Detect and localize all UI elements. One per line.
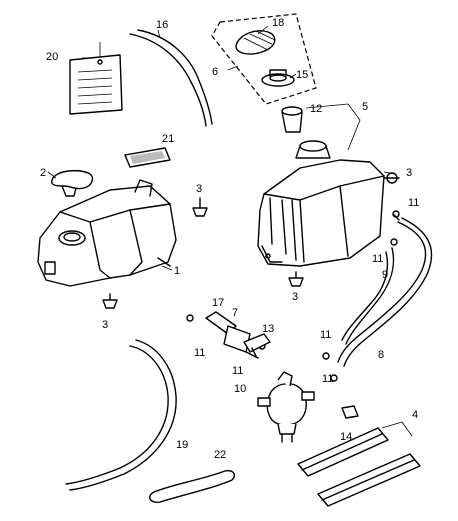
part-10-fuel-valve (257, 371, 315, 443)
part-21-sticker (124, 147, 171, 168)
part-20-tag (69, 42, 123, 115)
callout-4: 4 (412, 409, 418, 421)
callout-11-c: 11 (194, 347, 205, 359)
part-13-bracket (243, 333, 271, 357)
callout-6: 6 (212, 66, 218, 78)
callout-5: 5 (362, 101, 368, 113)
part-1-front-tank (37, 179, 177, 287)
callout-9: 9 (382, 269, 388, 281)
part-15-gasket (261, 69, 295, 87)
part-19-hose (65, 339, 177, 491)
callout-8: 8 (378, 349, 384, 361)
callout-11-b: 11 (372, 253, 383, 265)
callout-3-a: 3 (196, 183, 202, 195)
part-22-hose (149, 470, 236, 504)
callout-16: 16 (156, 19, 168, 31)
part-7-filter (223, 325, 259, 359)
callout-2: 2 (40, 167, 46, 179)
part-2-cap (51, 169, 94, 197)
callout-labels: 20 16 18 6 15 12 5 21 2 3 3 11 11 1 9 3 … (40, 17, 419, 461)
part-3-clip-c (288, 271, 304, 287)
part-14-clip (341, 405, 359, 419)
callout-21: 21 (162, 133, 174, 145)
callout-11-d: 11 (232, 365, 243, 377)
callout-11-e: 11 (320, 329, 331, 341)
part-3-clip-a (192, 197, 208, 217)
callout-20: 20 (46, 51, 58, 63)
callout-19: 19 (176, 439, 188, 451)
callout-3-d: 3 (406, 167, 412, 179)
part-5-rear-tank (257, 140, 385, 267)
callout-7: 7 (232, 307, 238, 319)
part-12-filler-neck (281, 106, 303, 133)
callout-11-f: 11 (322, 373, 333, 385)
part-3-clip-d (384, 172, 400, 184)
callout-3-c: 3 (292, 291, 298, 303)
callout-22: 22 (214, 449, 226, 461)
part-9-hose (337, 217, 433, 367)
callout-12: 12 (310, 103, 322, 115)
callout-3-b: 3 (102, 319, 108, 331)
callout-1: 1 (174, 265, 180, 277)
callout-15: 15 (296, 69, 308, 81)
assembly-6-dashed-box (211, 13, 317, 105)
part-8-hose (341, 247, 395, 345)
callout-13: 13 (262, 323, 274, 335)
part-3-clip-b (102, 293, 118, 309)
callout-18: 18 (272, 17, 284, 29)
callout-10: 10 (234, 383, 246, 395)
callout-14: 14 (340, 431, 352, 443)
part-18-cap (235, 30, 276, 55)
part-16-hose (129, 29, 213, 127)
callout-11-a: 11 (408, 197, 419, 209)
leader-lines (47, 25, 413, 437)
part-4-foam-strips (297, 427, 421, 507)
callout-17: 17 (212, 297, 224, 309)
